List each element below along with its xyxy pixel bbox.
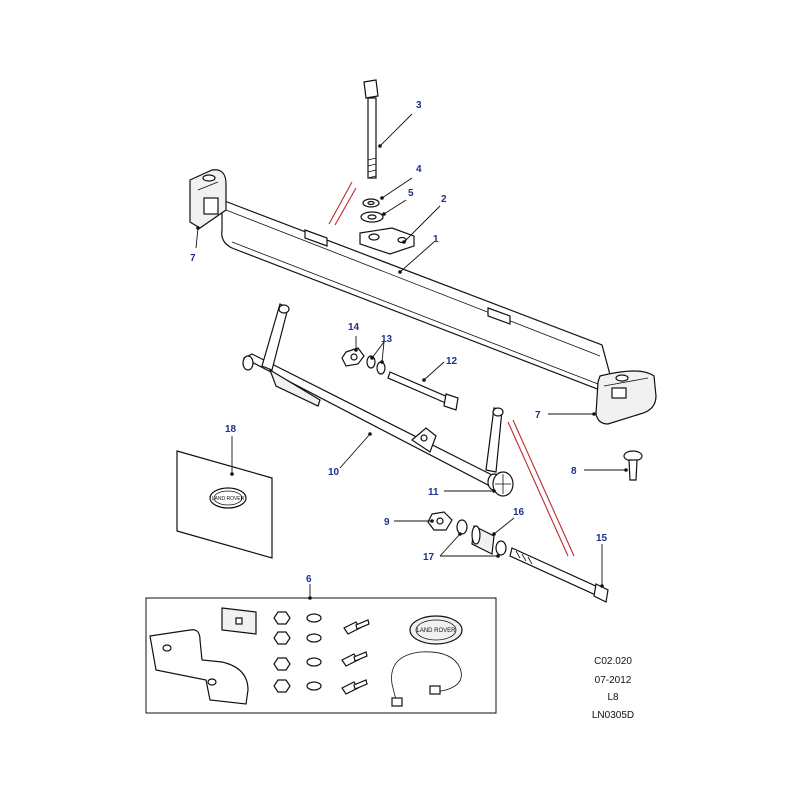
callout-18: 18: [225, 424, 237, 435]
bolt-12: [387, 371, 459, 411]
callout-14: 14: [348, 322, 360, 333]
nut-9: [427, 511, 453, 531]
clamp-plate-2: [359, 227, 415, 255]
section-marker-lines: [328, 181, 575, 557]
ref-level: L8: [607, 692, 619, 703]
callout-15: 15: [596, 533, 608, 544]
callout-1: 1: [433, 234, 439, 245]
callout-7-left: 7: [190, 253, 196, 264]
callout-3: 3: [416, 100, 422, 111]
callout-5: 5: [408, 188, 414, 199]
ref-date: 07-2012: [595, 675, 632, 686]
bush-11: [492, 471, 514, 497]
callout-8: 8: [571, 466, 577, 477]
callout-16: 16: [513, 507, 525, 518]
spacer-16: [471, 525, 495, 555]
left-end-bracket: [189, 169, 227, 229]
callout-11: 11: [428, 487, 439, 498]
ref-code: C02.020: [594, 656, 632, 667]
callout-9: 9: [384, 517, 390, 528]
leader-lines: [195, 113, 628, 600]
callout-17: 17: [423, 552, 435, 563]
callout-13: 13: [381, 334, 393, 345]
kit-badge-text: LAND ROVER: [416, 628, 456, 634]
nut-14: [341, 347, 365, 367]
callout-labels: 3 4 5 2 1 7 7 8 14 13 12 10 11 9 16 17 1…: [190, 100, 608, 585]
reference-block: C02.020 07-2012 L8 LN0305D: [592, 656, 634, 721]
callout-7-right: 7: [535, 410, 541, 421]
right-end-bracket: [595, 370, 657, 425]
plate-logo-text: LAND ROVER: [212, 496, 245, 502]
bolt-15: [509, 547, 609, 603]
bolt-3: [363, 79, 379, 179]
washers-17: [456, 519, 507, 556]
callout-6: 6: [306, 574, 312, 585]
callout-2: 2: [441, 194, 447, 205]
number-plate-18: LAND ROVER: [176, 450, 273, 559]
callout-10: 10: [328, 467, 340, 478]
washers-4-5: [360, 198, 384, 223]
ref-drawing: LN0305D: [592, 710, 634, 721]
callout-12: 12: [446, 356, 458, 367]
kit-box-6: LAND ROVER: [145, 597, 497, 714]
callout-4: 4: [416, 164, 422, 175]
screw-8: [623, 450, 643, 481]
